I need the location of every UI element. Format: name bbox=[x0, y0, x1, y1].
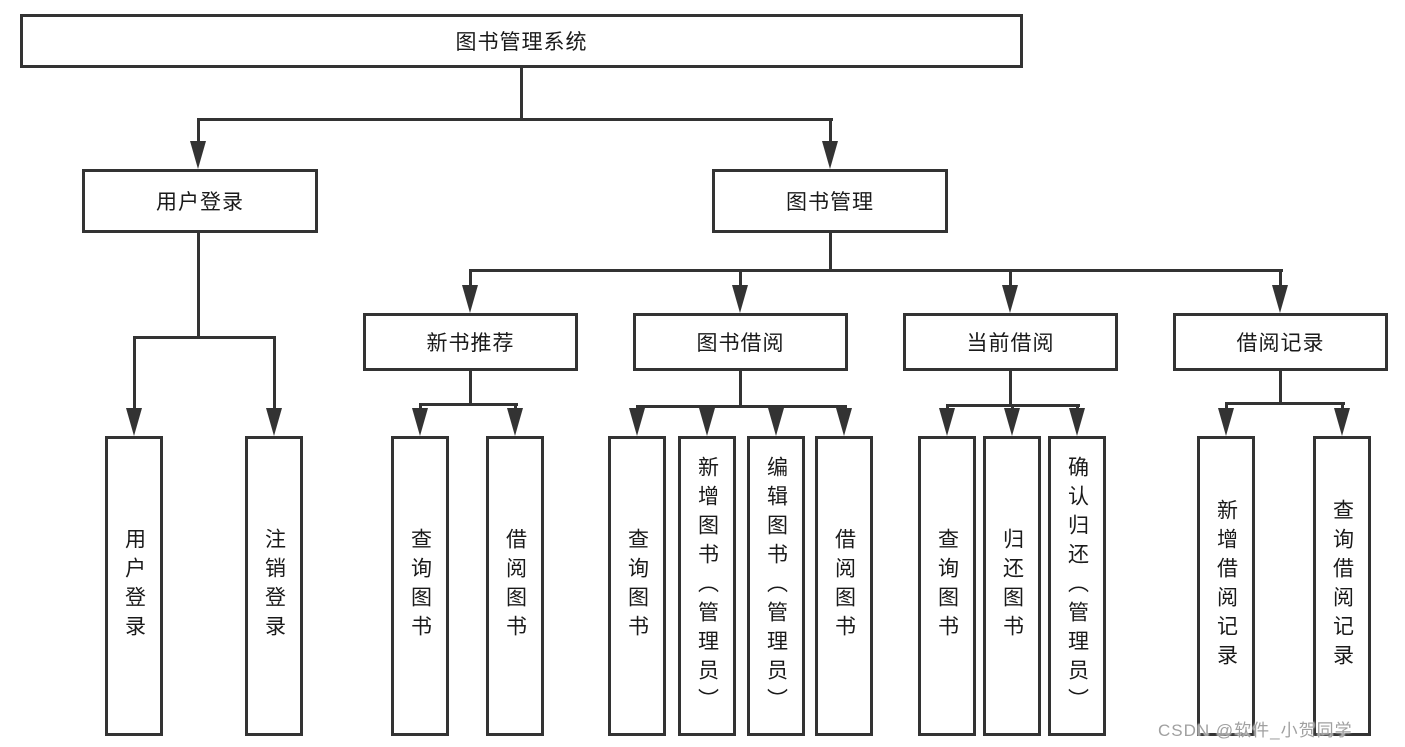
connector-line bbox=[419, 403, 422, 412]
connector-line bbox=[1009, 269, 1012, 289]
node-book-management: 图书管理 bbox=[712, 169, 948, 233]
connector-line bbox=[419, 403, 518, 406]
leaf-edit-books-admin: 编辑图书（管理员） bbox=[747, 436, 805, 736]
connector-line bbox=[520, 68, 523, 121]
leaf-confirm-return-admin: 确认归还（管理员） bbox=[1048, 436, 1106, 736]
connector-line bbox=[1009, 371, 1012, 407]
connector-line bbox=[197, 118, 833, 121]
connector-line bbox=[197, 233, 200, 339]
arrow-down-icon bbox=[732, 285, 748, 313]
leaf-query-books-borrowing: 查询图书 bbox=[608, 436, 666, 736]
connector-line bbox=[739, 269, 742, 289]
leaf-logout-login: 注销登录 bbox=[245, 436, 303, 736]
leaf-query-books-recommend: 查询图书 bbox=[391, 436, 449, 736]
arrow-down-icon bbox=[939, 408, 955, 436]
connector-line bbox=[273, 336, 276, 412]
node-borrowing-records: 借阅记录 bbox=[1173, 313, 1388, 371]
node-user-login: 用户登录 bbox=[82, 169, 318, 233]
connector-line bbox=[739, 371, 742, 408]
leaf-query-books-current: 查询图书 bbox=[918, 436, 976, 736]
arrow-down-icon bbox=[462, 285, 478, 313]
connector-line bbox=[1225, 402, 1228, 412]
arrow-down-icon bbox=[1272, 285, 1288, 313]
node-current-borrowing: 当前借阅 bbox=[903, 313, 1118, 371]
connector-line bbox=[829, 233, 832, 272]
leaf-query-borrow-record: 查询借阅记录 bbox=[1313, 436, 1371, 736]
arrow-down-icon bbox=[507, 408, 523, 436]
leaf-borrow-books-borrowing: 借阅图书 bbox=[815, 436, 873, 736]
leaf-add-books-admin: 新增图书（管理员） bbox=[678, 436, 736, 736]
connector-line bbox=[469, 371, 472, 406]
connector-line bbox=[1279, 269, 1282, 289]
arrow-down-icon bbox=[822, 141, 838, 169]
arrow-down-icon bbox=[190, 141, 206, 169]
arrow-down-icon bbox=[1004, 408, 1020, 436]
connector-line bbox=[197, 118, 200, 146]
node-library-system: 图书管理系统 bbox=[20, 14, 1023, 68]
leaf-user-login: 用户登录 bbox=[105, 436, 163, 736]
arrow-down-icon bbox=[412, 408, 428, 436]
leaf-return-books: 归还图书 bbox=[983, 436, 1041, 736]
connector-line bbox=[636, 405, 847, 408]
arrow-down-icon bbox=[836, 408, 852, 436]
arrow-down-icon bbox=[126, 408, 142, 436]
arrow-down-icon bbox=[629, 408, 645, 436]
node-book-borrowing: 图书借阅 bbox=[633, 313, 848, 371]
connector-line bbox=[1341, 402, 1344, 412]
leaf-add-borrow-record: 新增借阅记录 bbox=[1197, 436, 1255, 736]
leaf-borrow-books-recommend: 借阅图书 bbox=[486, 436, 544, 736]
connector-line bbox=[829, 118, 832, 146]
connector-line bbox=[469, 269, 472, 289]
arrow-down-icon bbox=[1002, 285, 1018, 313]
connector-line bbox=[133, 336, 276, 339]
arrow-down-icon bbox=[1218, 408, 1234, 436]
arrow-down-icon bbox=[1334, 408, 1350, 436]
watermark-text: CSDN @软件_小贺同学 bbox=[1158, 721, 1353, 740]
connector-line bbox=[1279, 371, 1282, 405]
arrow-down-icon bbox=[699, 408, 715, 436]
connector-line bbox=[1225, 402, 1345, 405]
connector-line bbox=[133, 336, 136, 412]
arrow-down-icon bbox=[266, 408, 282, 436]
arrow-down-icon bbox=[768, 408, 784, 436]
connector-line bbox=[514, 403, 517, 412]
node-new-book-recommendation: 新书推荐 bbox=[363, 313, 578, 371]
arrow-down-icon bbox=[1069, 408, 1085, 436]
connector-line bbox=[469, 269, 1283, 272]
